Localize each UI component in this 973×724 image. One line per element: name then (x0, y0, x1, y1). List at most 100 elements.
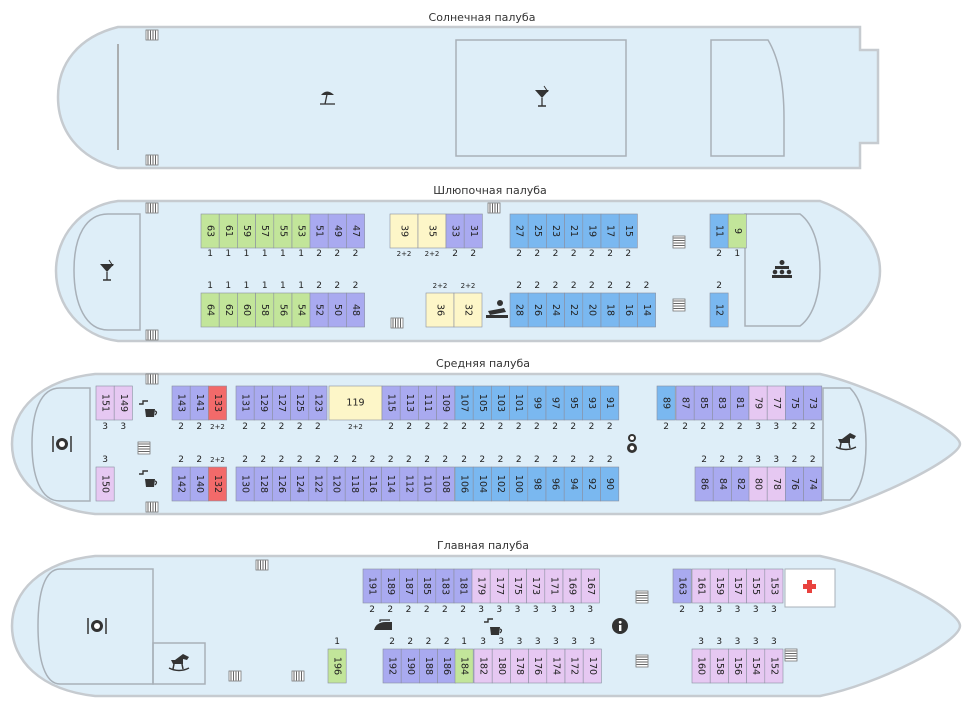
cabin-55[interactable]: 551 (273, 213, 293, 259)
cabin-58[interactable]: 581 (255, 281, 275, 328)
cabin-74[interactable]: 742 (803, 455, 823, 502)
cabin-48[interactable]: 482 (346, 281, 365, 328)
cabin-box[interactable] (727, 213, 747, 249)
cabin-box[interactable] (580, 568, 600, 604)
cabin-box[interactable] (803, 385, 823, 421)
cabin-12[interactable]: 122 (709, 281, 729, 328)
cabin-14[interactable]: 142 (637, 281, 656, 328)
cabin-35[interactable]: 352+2 (417, 213, 447, 258)
cabin-box[interactable] (672, 568, 692, 604)
cabin-47[interactable]: 472 (346, 213, 365, 259)
cabin-box[interactable] (618, 213, 638, 249)
cabin-box[interactable] (328, 385, 383, 421)
cabin-98[interactable]: 982 (527, 455, 547, 502)
cabin-box[interactable] (454, 648, 474, 684)
cabin-50[interactable]: 502 (327, 281, 347, 328)
cabin-box[interactable] (582, 648, 602, 684)
cabin-box[interactable] (417, 213, 447, 249)
cabin-box[interactable] (327, 648, 347, 684)
cabin-25[interactable]: 252 (527, 213, 547, 259)
cabin-16[interactable]: 162 (618, 281, 638, 328)
cabin-99[interactable]: 992 (527, 385, 547, 432)
cabin-box[interactable] (463, 213, 483, 249)
cabin-80[interactable]: 803 (748, 455, 768, 502)
cabin-box[interactable] (803, 466, 823, 502)
cabin-51[interactable]: 512 (309, 213, 329, 259)
cabin-box[interactable] (600, 385, 620, 421)
cabin-box[interactable] (709, 292, 729, 328)
cabin-box[interactable] (346, 213, 365, 249)
cabin-77[interactable]: 773 (766, 385, 786, 432)
cabin-box[interactable] (95, 466, 115, 502)
cabin-82[interactable]: 822 (731, 455, 750, 502)
cabin-box[interactable] (389, 213, 419, 249)
cabin-73[interactable]: 732 (803, 385, 823, 432)
cabin-91[interactable]: 912 (600, 385, 620, 432)
cabin-box[interactable] (656, 385, 676, 421)
cabin-89[interactable]: 892 (656, 385, 676, 432)
cabin-54[interactable]: 541 (291, 281, 311, 328)
cabin-53[interactable]: 531 (291, 213, 311, 259)
cabin-39[interactable]: 392+2 (389, 213, 419, 258)
cabin-19[interactable]: 192 (582, 213, 602, 259)
cabin-97[interactable]: 972 (545, 385, 565, 432)
cabin-box[interactable] (113, 385, 133, 421)
cabin-18[interactable]: 182 (600, 281, 620, 328)
cabin-26[interactable]: 262 (527, 281, 547, 328)
cabin-box[interactable] (346, 292, 365, 328)
cabin-box[interactable] (453, 292, 483, 328)
cabin-box[interactable] (435, 466, 455, 502)
cabin-90[interactable]: 902 (600, 455, 620, 502)
cabin-box[interactable] (308, 385, 328, 421)
cabin-box[interactable] (208, 466, 227, 502)
cabin-9[interactable]: 91 (727, 213, 747, 259)
cabin-box[interactable] (208, 385, 227, 421)
cabin-15[interactable]: 152 (618, 213, 638, 259)
cabin-56[interactable]: 561 (273, 281, 293, 328)
